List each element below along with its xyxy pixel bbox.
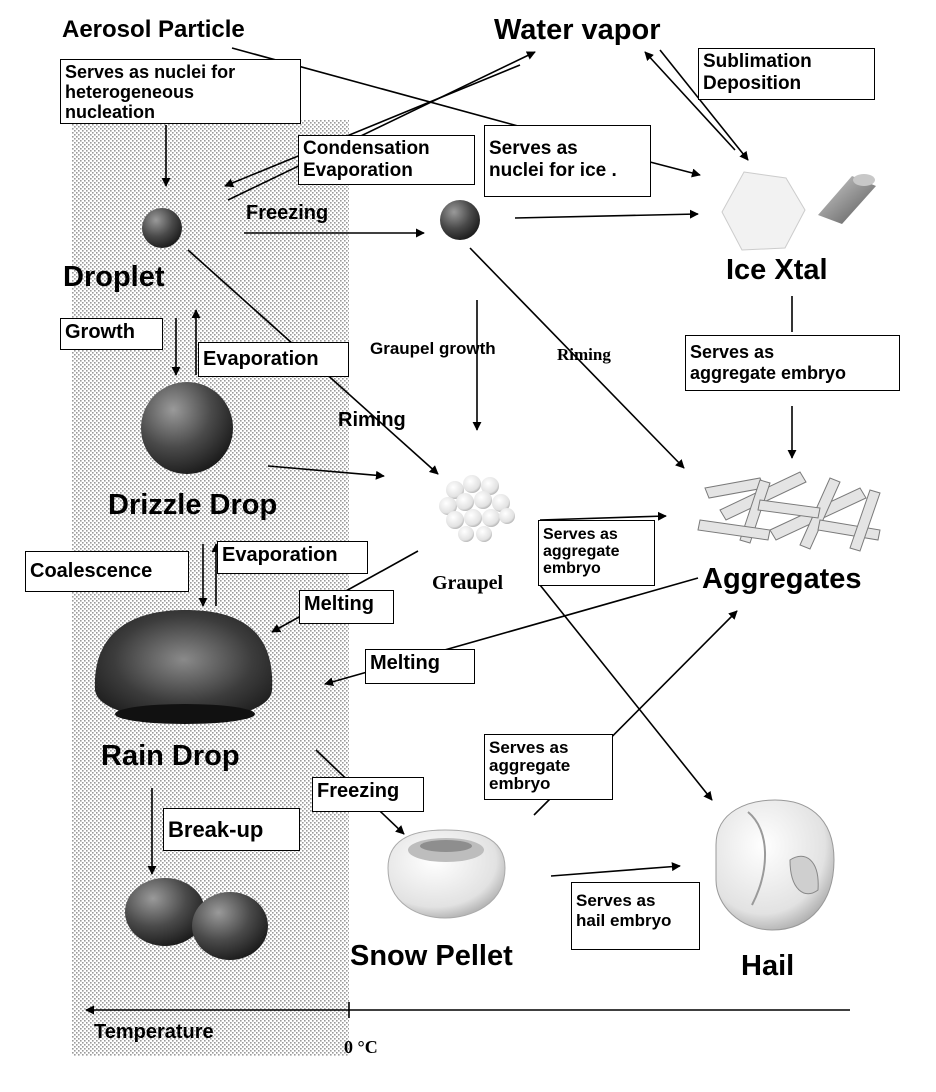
ice-xtal-label: Ice Xtal	[726, 254, 828, 286]
evaporation-drizzle-box: Evaporation	[217, 541, 368, 574]
drizzle-drop-shape	[141, 382, 233, 474]
snow-pellet-label: Snow Pellet	[350, 940, 513, 972]
riming-droplet-label: Riming	[338, 409, 406, 431]
frozen-droplet-shape	[440, 200, 480, 240]
droplet-shape	[142, 208, 182, 248]
freezing-rain-box: Freezing	[312, 777, 424, 812]
arrow-riming-to-aggregates	[469, 247, 685, 469]
coalescence-box: Coalescence	[25, 551, 189, 592]
aggregate-embryo-graupel-box: Serves as aggregate embryo	[538, 520, 655, 586]
break-up-box: Break-up	[163, 808, 300, 851]
hail-label: Hail	[741, 950, 795, 982]
arrow-droplet-to-vapor	[227, 51, 536, 201]
aggregates-shape	[697, 471, 881, 552]
hail-embryo-box: Serves as hail embryo	[571, 882, 700, 950]
melting-aggregates-box: Melting	[365, 649, 475, 684]
arrow-nuclei-ice-to-xtal	[649, 161, 701, 178]
graupel-shape	[439, 475, 515, 542]
rain-drop-label: Rain Drop	[101, 740, 240, 772]
arrow-drizzle-to-graupel	[267, 465, 385, 480]
arrow-graupel-to-aggregates	[539, 511, 667, 521]
arrow-vapor-to-ice	[659, 49, 749, 161]
zero-degree-label: 0 °C	[344, 1037, 378, 1057]
riming-aggregates-label: Riming	[557, 345, 611, 364]
temperature-label: Temperature	[94, 1021, 214, 1043]
arrow-frozen-to-ice	[514, 209, 699, 219]
growth-box: Growth	[60, 318, 163, 350]
drizzle-drop-label: Drizzle Drop	[108, 489, 278, 521]
rain-drop-shape	[94, 610, 273, 724]
graupel-growth-label: Graupel growth	[370, 339, 496, 358]
arrow-graupel-to-hail	[539, 584, 713, 801]
ice-crystal-shape	[721, 171, 876, 251]
graupel-label: Graupel	[432, 572, 504, 594]
melting-graupel-box: Melting	[299, 590, 394, 624]
aggregate-embryo-snow-box: Serves as aggregate embryo	[484, 734, 613, 800]
broken-drops-shape	[125, 878, 268, 960]
arrow-ice-to-vapor	[644, 51, 736, 151]
aerosol-particle-label: Aerosol Particle	[62, 16, 245, 43]
arrow-vapor-to-droplet	[224, 64, 521, 188]
droplet-label: Droplet	[63, 261, 165, 293]
water-vapor-label: Water vapor	[494, 14, 661, 46]
aggregate-embryo-ice-box: Serves as aggregate embryo	[685, 335, 900, 391]
freezing-droplet-label: Freezing	[246, 202, 329, 224]
hail-shape	[715, 799, 835, 931]
snow-pellet-shape	[387, 829, 506, 919]
aggregates-label: Aggregates	[702, 563, 862, 595]
evaporation-droplet-box: Evaporation	[198, 342, 349, 377]
nuclei-heterogeneous-box: Serves as nuclei for heterogeneous nucle…	[60, 59, 301, 124]
sublimation-deposition-box: Sublimation Deposition	[698, 48, 875, 100]
arrow-snow-to-hail	[550, 862, 681, 877]
condensation-evaporation-box: Condensation Evaporation	[298, 135, 475, 185]
nuclei-ice-box: Serves as nuclei for ice .	[484, 125, 651, 197]
